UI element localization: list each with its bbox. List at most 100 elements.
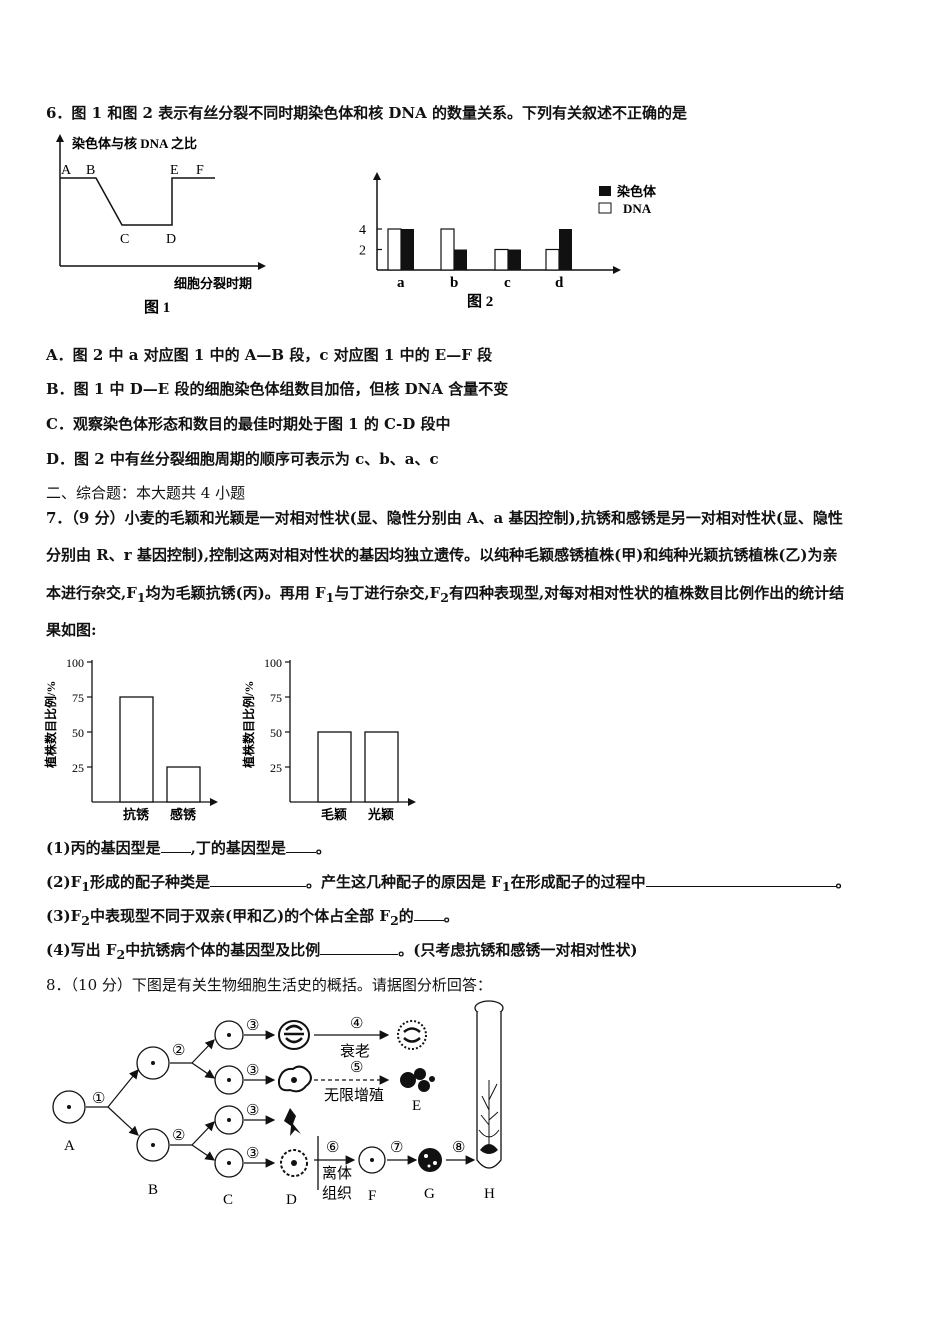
label-d: D	[286, 1192, 297, 1208]
test-tube-plant-h	[474, 1000, 504, 1169]
q8-stem: 8．（10 分）下图是有关生物细胞生活史的概括。请据图分析回答：	[46, 976, 492, 994]
q7-chart1-category-0: 毛颖	[321, 807, 347, 822]
fig2-caption: 图 2	[467, 293, 493, 310]
step-2-lower: ②	[172, 1128, 185, 1144]
label-e: E	[412, 1098, 421, 1114]
step-3-b: ③	[246, 1063, 259, 1079]
step-aging: 衰老	[340, 1043, 370, 1060]
label-a: A	[64, 1138, 75, 1154]
bar-dna-c	[494, 248, 509, 271]
bar-chromosome-b	[454, 249, 467, 270]
q7-chart0-bar-0	[119, 696, 154, 803]
legend-chromosome-swatch	[599, 186, 611, 196]
fig1-ylabel: 染色体与核 DNA 之比	[71, 136, 197, 151]
step-proliferation: 无限增殖	[324, 1087, 384, 1104]
q7-chart1-bar-1	[364, 731, 399, 803]
step-2-upper: ②	[172, 1043, 185, 1059]
answer-blank[interactable]	[413, 908, 444, 921]
q7-chart1-ylabel: 植株数目比例/%	[241, 681, 256, 769]
label-c: C	[223, 1192, 233, 1208]
label-f: F	[368, 1188, 376, 1204]
fig1-point-b: B	[86, 163, 95, 178]
cell-life-history-diagram: A ① B ② ② C ③ ③ ③ ③ D ④	[52, 1000, 504, 1208]
bar-chromosome-d	[559, 229, 572, 270]
cell-d-2	[277, 1065, 312, 1093]
fig2-category-a: a	[397, 275, 405, 291]
step-3-c: ③	[246, 1103, 259, 1119]
fig1-xlabel: 细胞分裂时期	[174, 276, 252, 291]
q7-bar-charts: 255075100植株数目比例/%抗锈感锈 255075100植株数目比例/%毛…	[44, 656, 416, 822]
q7-chart0-ytick-75: 75	[72, 691, 84, 705]
fig1-point-c: C	[120, 232, 129, 247]
section-heading: 二、综合题：本大题共 4 小题	[46, 484, 246, 502]
figure-1-line-chart: 染色体与核 DNA 之比 A B C D E F 细胞分裂时期 图 1	[56, 134, 266, 316]
q7-line-2: 分别由 R、r 基因控制),控制这两对相对性状的基因均独立遗传。以纯种毛颖感锈植…	[46, 546, 838, 564]
q7-chart0-ytick-100: 100	[66, 656, 84, 670]
fig2-category-b: b	[450, 275, 458, 291]
legend-dna: DNA	[623, 201, 652, 216]
bar-dna-a	[387, 228, 402, 271]
q7-line-1: 7．（9 分）小麦的毛颖和光颖是一对相对性状(显、隐性分别由 A、a 基因控制)…	[46, 509, 843, 527]
cell-d-4	[280, 1149, 308, 1177]
bar-chromosome-a	[401, 229, 414, 270]
step-isolated-2: 组织	[322, 1185, 352, 1202]
fig1-point-f: F	[196, 163, 204, 178]
fig1-point-e: E	[170, 163, 179, 178]
q7-chart1-ytick-75: 75	[270, 691, 282, 705]
q7-sub-1: (1)丙的基因型是,丁的基因型是。	[46, 839, 331, 857]
label-h: H	[484, 1186, 495, 1202]
fig1-point-a: A	[61, 163, 72, 178]
q7-chart1-bar-0	[317, 731, 352, 803]
legend-dna-swatch	[598, 202, 612, 214]
label-g: G	[424, 1186, 435, 1202]
q7-chart0-category-0: 抗锈	[123, 807, 150, 822]
answer-blank[interactable]	[210, 874, 306, 887]
q6-option-d[interactable]: D．图 2 中有丝分裂细胞周期的顺序可表示为 c、b、a、c	[46, 450, 439, 468]
q6-option-c[interactable]: C．观察染色体形态和数目的最佳时期处于图 1 的 C-D 段中	[46, 415, 451, 433]
q6-stem: 6．图 1 和图 2 表示有丝分裂不同时期染色体和核 DNA 的数量关系。下列有…	[46, 104, 688, 122]
cancer-cells-e	[400, 1068, 435, 1092]
answer-blank[interactable]	[320, 942, 399, 955]
answer-blank[interactable]	[285, 840, 316, 853]
step-3-a: ③	[246, 1018, 259, 1034]
step-8: ⑧	[452, 1140, 465, 1156]
bar-chromosome-c	[508, 249, 521, 270]
fig1-point-d: D	[166, 232, 176, 247]
q6-option-a[interactable]: A．图 2 中 a 对应图 1 中的 A—B 段，c 对应图 1 中的 E—F …	[46, 346, 493, 364]
cell-d-3	[284, 1108, 301, 1136]
step-5: ⑤	[350, 1060, 363, 1076]
q7-chart0-ylabel: 植株数目比例/%	[44, 681, 58, 769]
q7-chart0-ytick-25: 25	[72, 761, 84, 775]
answer-blank[interactable]	[645, 874, 836, 887]
q7-chart1-ytick-100: 100	[264, 656, 282, 670]
q7-chart1-ytick-50: 50	[270, 726, 282, 740]
q7-sub-2: (2)F1形成的配子种类是。产生这几种配子的原因是 F1在形成配子的过程中。	[46, 873, 851, 894]
q6-option-b[interactable]: B．图 1 中 D—E 段的细胞染色体组数目加倍，但核 DNA 含量不变	[46, 380, 509, 398]
q7-line-3: 本进行杂交,F1均为毛颖抗锈(丙)。再用 F1与丁进行杂交,F2有四种表现型,对…	[46, 584, 845, 605]
step-3-d: ③	[246, 1146, 259, 1162]
q7-line-4: 果如图:	[46, 621, 97, 639]
q7-chart0-ytick-50: 50	[72, 726, 84, 740]
label-b: B	[148, 1182, 158, 1198]
callus-g	[418, 1148, 442, 1172]
step-6: ⑥	[326, 1140, 339, 1156]
fig2-category-d: d	[555, 275, 564, 291]
step-1: ①	[92, 1091, 105, 1107]
fig2-ytick-2: 2	[359, 244, 366, 259]
fig2-category-c: c	[504, 275, 511, 291]
step-isolated-1: 离体	[322, 1165, 352, 1182]
step-4: ④	[350, 1016, 363, 1032]
cell-d-1	[278, 1020, 310, 1050]
fig1-caption: 图 1	[144, 299, 170, 316]
q7-chart0-category-1: 感锈	[170, 807, 197, 822]
answer-blank[interactable]	[160, 840, 191, 853]
q7-sub-3: (3)F2中表现型不同于双亲(甲和乙)的个体占全部 F2的。	[46, 907, 459, 928]
fig2-ytick-4: 4	[359, 223, 366, 238]
bar-dna-b	[440, 228, 455, 271]
q7-chart1-category-1: 光颖	[367, 807, 394, 822]
figure-2-bar-chart: a b c d 2 4 染色体 DNA 图 2	[359, 172, 657, 310]
q7-chart0-bar-1	[166, 766, 201, 803]
step-7: ⑦	[390, 1140, 403, 1156]
q7-sub-4: (4)写出 F2中抗锈病个体的基因型及比例。(只考虑抗锈和感锈一对相对性状)	[46, 941, 638, 962]
legend-chromosome: 染色体	[616, 184, 657, 199]
